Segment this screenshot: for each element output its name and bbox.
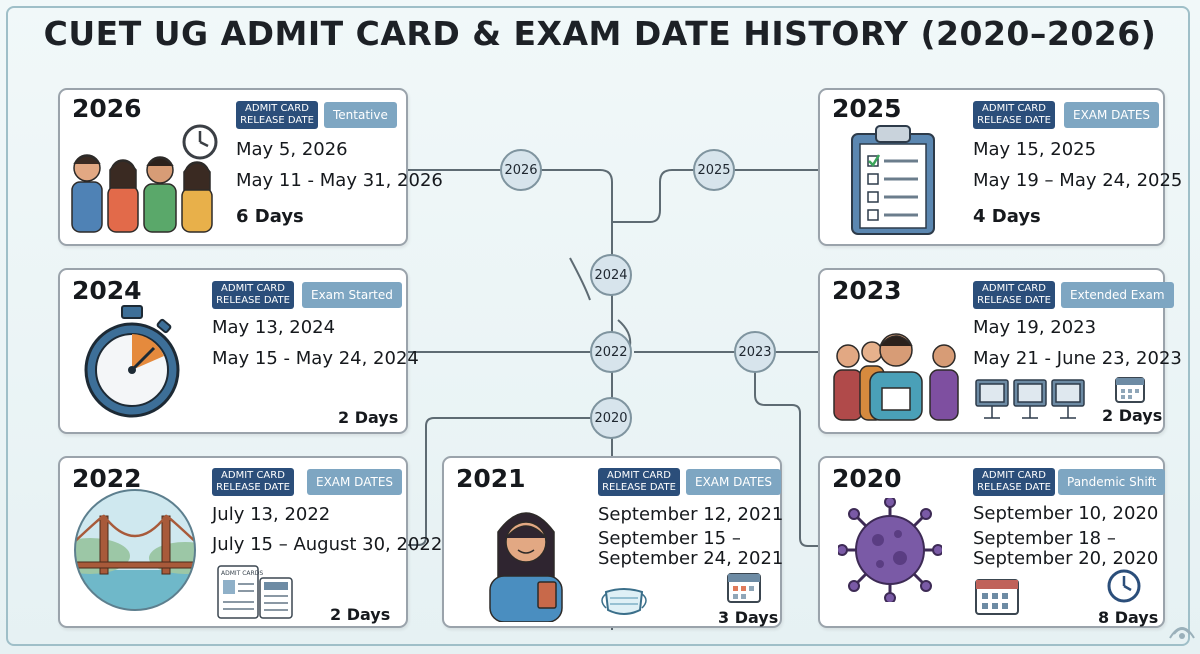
admit-date: May 13, 2024 [212,317,336,338]
exam-duration: 8 Days [1098,608,1159,627]
card-2023: 2023 ADMIT CARD RELEASE DATE Extended Ex… [818,268,1182,434]
exam-duration: 6 Days [236,206,304,227]
admit-date: July 13, 2022 [212,504,331,525]
admit-card-badge: ADMIT CARD RELEASE DATE [973,281,1055,309]
card-2021: 2021 ADMIT CARD RELEASE DATE EXAM DATES … [442,456,784,628]
card-year: 2023 [832,276,902,305]
students-holding-cards-icon [833,333,959,421]
signal-icon [1169,627,1195,639]
exam-window-start: September 15 – [598,528,741,549]
exam-window-start: September 18 – [973,528,1116,549]
admit-date: September 10, 2020 [973,503,1159,524]
status-badge: EXAM DATES [686,469,782,495]
status-badge: EXAM DATES [1064,102,1160,128]
clock-icon [182,124,218,160]
status-badge: EXAM DATES [307,469,403,495]
status-badge: Exam Started [302,282,402,308]
card-2020: 2020 ADMIT CARD RELEASE DATE Pandemic Sh… [818,456,1166,628]
stopwatch-icon [84,305,180,418]
calendar-icon [727,573,761,603]
status-badge: Tentative [324,102,397,128]
admit-date: September 12, 2021 [598,504,784,525]
card-year: 2021 [456,464,526,493]
admit-card-badge: ADMIT CARD RELEASE DATE [973,101,1055,129]
card-year: 2024 [72,276,142,305]
outer-frame [6,6,1190,646]
card-2024: 2024 ADMIT CARD RELEASE DATE Exam Starte… [58,268,419,434]
exam-duration: 4 Days [973,206,1041,227]
clipboard-checklist-icon [851,125,935,235]
computer-monitors-icon [975,379,1085,419]
mini-doc-label: ADMIT CARDS [221,570,263,577]
exam-duration: 2 Days [330,605,391,624]
admit-date: May 15, 2025 [973,139,1097,160]
face-mask-icon [601,588,647,615]
calendar-icon [1115,377,1145,403]
exam-duration: 3 Days [718,608,779,627]
virus-icon [838,498,942,602]
card-2022: 2022 ADMIT CARD RELEASE DATE EXAM DATES … [58,456,442,628]
admit-card-badge: ADMIT CARD RELEASE DATE [598,468,680,496]
timeline-node-2022: 2022 [590,331,632,373]
student-with-book-icon [489,512,563,622]
card-year: 2022 [72,464,142,493]
status-badge: Extended Exam [1061,282,1174,308]
admit-card-badge: ADMIT CARD RELEASE DATE [212,281,294,309]
status-badge: Pandemic Shift [1058,469,1166,495]
exam-duration: 2 Days [338,408,399,427]
card-2026: 2026 ADMIT CARD RELEASE DATE Tentative M… [58,88,443,246]
calendar-icon [975,579,1019,615]
exam-duration: 2 Days [1102,406,1163,425]
admit-card-badge: ADMIT CARD RELEASE DATE [236,101,318,129]
exam-window: May 19 – May 24, 2025 [973,170,1183,191]
exam-window-end: September 20, 2020 [973,548,1159,569]
timeline-node-2023: 2023 [734,331,776,373]
clock-icon [1107,569,1141,603]
exam-window: July 15 – August 30, 2022 [212,534,443,555]
timeline-node-2026: 2026 [500,149,542,191]
admit-cards-icon: ADMIT CARDS [217,565,293,619]
card-year: 2025 [832,94,902,123]
exam-window: May 11 - May 31, 2026 [236,170,443,191]
students-group-icon [71,154,213,233]
exam-window-end: September 24, 2021 [598,548,784,569]
bridge-landscape-icon [74,489,196,611]
exam-window: May 21 - June 23, 2023 [973,348,1182,369]
admit-date: May 19, 2023 [973,317,1097,338]
admit-date: May 5, 2026 [236,139,348,160]
timeline-node-2025: 2025 [693,149,735,191]
admit-card-badge: ADMIT CARD RELEASE DATE [212,468,294,496]
admit-card-badge: ADMIT CARD RELEASE DATE [973,468,1055,496]
card-2025: 2025 ADMIT CARD RELEASE DATE EXAM DATES … [818,88,1182,246]
card-year: 2026 [72,94,142,123]
exam-window: May 15 - May 24, 2024 [212,348,419,369]
card-year: 2020 [832,464,902,493]
page-title: CUET UG ADMIT CARD & EXAM DATE HISTORY (… [43,14,1157,53]
timeline-node-2024: 2024 [590,254,632,296]
timeline-node-2020: 2020 [590,397,632,439]
